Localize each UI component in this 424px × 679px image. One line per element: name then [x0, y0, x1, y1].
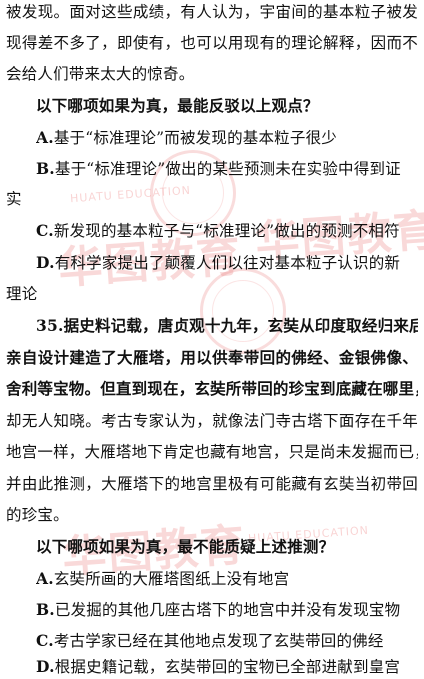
- question-35-prompt: 以下哪项如果为真，最不能质疑上述推测？: [36, 537, 335, 556]
- question-35-line-5: 地宫一样，大雁塔地下肯定也藏有地宫，只是尚未发掘而已，: [6, 443, 418, 461]
- option-letter: D.: [36, 657, 55, 676]
- question-35-line-7: 的珍宝。: [6, 506, 69, 524]
- text-line-1: 被发现。面对这些成绩，有人认为，宇宙间的基本粒子被发: [6, 3, 418, 21]
- option-text: 玄奘所画的大雁塔图纸上没有地宫: [53, 570, 290, 588]
- question-34-option-d: D.有科学家提出了颠覆人们以往对基本粒子认识的新: [36, 253, 418, 273]
- question-34-option-c: C.新发现的基本粒子与“标准理论”做出的预测不相符: [36, 221, 418, 241]
- question-35-line-4: 却无人知晓。考古专家认为，就像法门寺古塔下面存在千年: [6, 412, 418, 430]
- option-text: 根据史籍记载，玄奘带回的宝物已全部进献到皇宫: [54, 658, 401, 676]
- question-35-line-3: 舍利等宝物。但直到现在，玄奘所带回的珍宝到底藏在哪里，: [6, 379, 418, 398]
- option-letter: D.: [36, 253, 55, 272]
- option-text: 新发现的基本粒子与“标准理论”做出的预测不相符: [53, 222, 400, 240]
- option-text: 基于“标准理论”而被发现的基本粒子很少: [53, 129, 337, 147]
- question-35-line-1: 35.据史料记载，唐贞观十九年，玄奘从印度取经归来后，: [36, 316, 418, 336]
- option-letter: A.: [36, 569, 54, 588]
- question-35-number: 35.: [36, 316, 64, 335]
- text-line-3: 会给人们带来太大的惊奇。: [6, 65, 195, 83]
- question-34-option-d-cont: 理论: [6, 285, 38, 303]
- option-letter: B.: [36, 600, 55, 619]
- option-text: 基于“标准理论”做出的某些预测未在实验中得到证: [54, 160, 401, 178]
- option-text: 已发掘的其他几座古塔下的地宫中并没有发现宝物: [54, 601, 401, 619]
- question-35-text: 据史料记载，唐贞观十九年，玄奘从印度取经归来后，: [63, 316, 418, 335]
- question-35-option-a: A.玄奘所画的大雁塔图纸上没有地宫: [36, 569, 418, 589]
- question-35-option-b: B.已发掘的其他几座古塔下的地宫中并没有发现宝物: [36, 600, 418, 620]
- option-text: 有科学家提出了颠覆人们以往对基本粒子认识的新: [54, 254, 401, 272]
- question-34-option-b: B.基于“标准理论”做出的某些预测未在实验中得到证: [36, 159, 418, 179]
- option-letter: C.: [36, 631, 54, 650]
- option-letter: B.: [36, 159, 55, 178]
- question-34-option-b-cont: 实: [6, 190, 22, 208]
- question-35-option-c: C.考古学家已经在其他地点发现了玄奘带回的佛经: [36, 631, 418, 651]
- question-34-prompt: 以下哪项如果为真，最能反驳以上观点？: [36, 96, 319, 115]
- option-letter: A.: [36, 128, 54, 147]
- question-34-option-a: A.基于“标准理论”而被发现的基本粒子很少: [36, 128, 418, 148]
- text-line-2: 现得差不多了，即使有，也可以用现有的理论解释，因而不: [6, 34, 418, 52]
- option-text: 考古学家已经在其他地点发现了玄奘带回的佛经: [53, 632, 384, 650]
- option-letter: C.: [36, 221, 54, 240]
- question-35-option-d: D.根据史籍记载，玄奘带回的宝物已全部进献到皇宫: [36, 657, 418, 677]
- question-35-line-6: 并由此推测，大雁塔下的地宫里极有可能藏有玄奘当初带回: [6, 475, 418, 493]
- watermark-seal-2: [200, 268, 286, 354]
- question-35-line-2: 亲自设计建造了大雁塔，用以供奉带回的佛经、金银佛像、: [6, 348, 418, 367]
